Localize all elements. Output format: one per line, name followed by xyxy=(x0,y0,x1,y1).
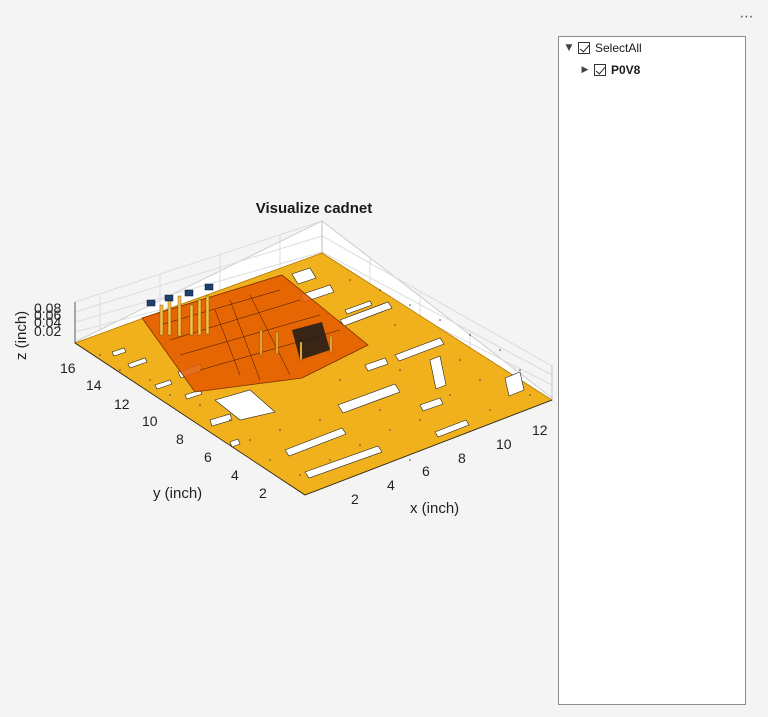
z-tick-label: 0.02 xyxy=(34,323,61,339)
y-tick-label: 14 xyxy=(86,377,102,393)
x-tick-label: 10 xyxy=(496,436,512,452)
z-tick-label: 0.08 xyxy=(34,300,61,316)
x-axis-label: x (inch) xyxy=(410,500,459,517)
y-tick-label: 6 xyxy=(204,449,212,465)
x-tick-label: 8 xyxy=(458,450,466,466)
more-options-button[interactable]: ⋯ xyxy=(739,9,755,25)
x-tick-label: 12 xyxy=(532,422,548,438)
tree-node-p0v8[interactable]: ▶ P0V8 xyxy=(579,60,641,80)
x-tick-label: 6 xyxy=(422,463,430,479)
connector-caps xyxy=(146,283,214,307)
y-tick-label: 8 xyxy=(176,431,184,447)
select-all-checkbox[interactable] xyxy=(578,42,590,54)
net-traces xyxy=(159,289,341,381)
y-tick-label: 4 xyxy=(231,467,239,483)
via-pillars xyxy=(159,295,333,361)
y-axis-label: y (inch) xyxy=(153,485,202,502)
z-tick-label: 0.04 xyxy=(34,314,61,330)
p0v8-checkbox[interactable] xyxy=(594,64,606,76)
expand-down-icon[interactable]: ▼ xyxy=(565,43,573,53)
x-tick-label: 2 xyxy=(351,491,359,507)
3d-axes-figure: 16 14 12 10 8 6 4 2 2 4 6 8 10 12 0.08 0… xyxy=(13,200,554,517)
z-tick-label: 0.06 xyxy=(34,307,61,323)
tree-node-select-all[interactable]: ▼ SelectAll xyxy=(563,38,642,58)
select-all-label: SelectAll xyxy=(595,41,642,55)
p0v8-label: P0V8 xyxy=(611,63,641,77)
y-tick-label: 2 xyxy=(259,485,267,501)
x-tick-label: 4 xyxy=(387,477,395,493)
figure-title: Visualize cadnet xyxy=(256,200,372,217)
y-tick-label: 10 xyxy=(142,413,158,429)
net-tree-panel: ▼ SelectAll ▶ P0V8 xyxy=(558,36,746,705)
y-tick-label: 12 xyxy=(114,396,130,412)
expand-right-icon[interactable]: ▶ xyxy=(581,65,589,75)
z-axis-label: z (inch) xyxy=(13,311,30,360)
board-layer xyxy=(74,252,553,496)
y-tick-label: 16 xyxy=(60,360,76,376)
